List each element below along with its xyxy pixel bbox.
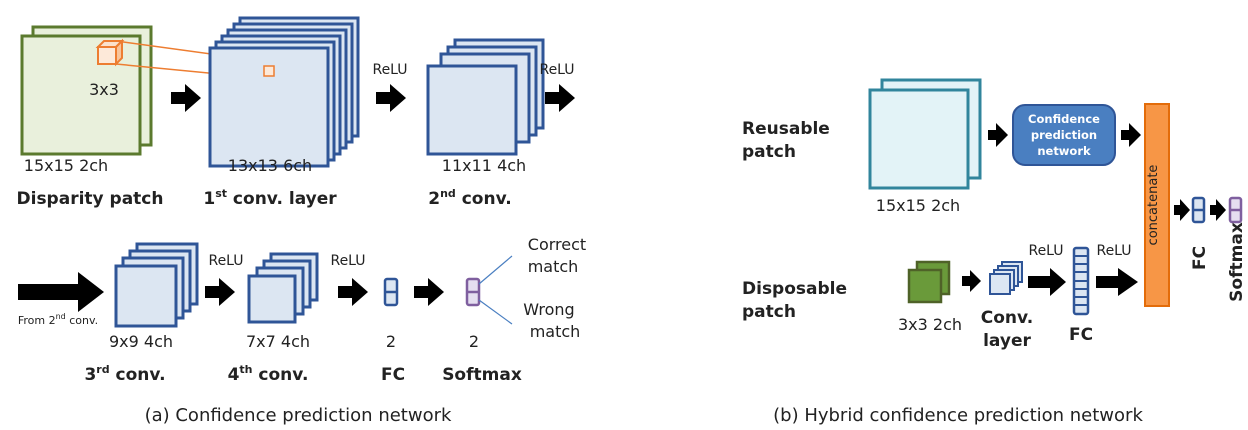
output-softmax-units: [1228, 196, 1243, 224]
disposable-label-1: Disposable: [742, 279, 847, 299]
hidden-fc-label: FC: [1069, 325, 1093, 345]
panel-a: 3x3 15x15 2ch Disparity patch 13x13 6ch …: [17, 16, 586, 426]
arrow-cpn-to-concat: [1121, 123, 1141, 147]
relu-label-b2: ReLU: [1096, 243, 1131, 259]
disparity-patch-title: Disparity patch: [17, 189, 164, 209]
cpn-label-3: network: [1037, 144, 1091, 158]
hidden-fc-column: [1072, 246, 1090, 316]
reusable-label-1: Reusable: [742, 119, 830, 139]
arrow-to-conv-layer: [962, 270, 981, 292]
relu-label-2: ReLU: [539, 62, 574, 78]
kernel-size-label: 3x3: [89, 80, 119, 99]
arrow-out-conv2: [545, 84, 575, 112]
output-fc-units: [1191, 196, 1206, 224]
output-softmax-label: Softmax: [1227, 222, 1247, 302]
from-conv2-label: From 2nd conv.: [18, 312, 98, 327]
disparity-patch-stack: [20, 25, 153, 156]
conv-layer-label-1: Conv.: [981, 308, 1033, 328]
relu-label-1: ReLU: [372, 62, 407, 78]
conv3-stack: [114, 242, 199, 328]
conv3-title: 3rd conv.: [84, 363, 165, 385]
arrow-from-conv2: [18, 272, 104, 312]
confidence-prediction-network-box: Confidence prediction network: [1012, 104, 1116, 166]
softmax-title: Softmax: [442, 365, 522, 385]
reusable-patch-size: 15x15 2ch: [876, 196, 960, 215]
caption-b: (b) Hybrid confidence prediction network: [773, 405, 1143, 426]
kernel-cube-icon: [95, 38, 125, 67]
output-fc-label: FC: [1190, 246, 1210, 270]
wrong-match-label-2: match: [530, 322, 581, 341]
conv1-receptive-cell: [263, 65, 275, 77]
conv4-title: 4th conv.: [228, 363, 309, 385]
panel-b: Reusable patch 15x15 2ch Confidence pred…: [742, 78, 1247, 426]
conv-layer-label-2: layer: [983, 331, 1031, 351]
conv2-size: 11x11 4ch: [442, 156, 526, 175]
arrow-concat-to-fc: [1174, 199, 1190, 221]
fc-units: [383, 277, 399, 307]
correct-match-label-1: Correct: [528, 235, 586, 254]
conv1-size: 13x13 6ch: [228, 156, 312, 175]
fc-unit-count: 2: [386, 332, 396, 351]
disposable-label-2: patch: [742, 302, 796, 322]
caption-a: (a) Confidence prediction network: [145, 405, 452, 426]
conv-layer-stack: [989, 261, 1023, 295]
cpn-label-1: Confidence: [1028, 112, 1100, 126]
fc-title: FC: [381, 365, 405, 385]
wrong-branch-line: [478, 299, 513, 325]
concatenate-bar: concatenate: [1144, 103, 1170, 307]
correct-branch-line: [478, 255, 513, 285]
arrow-to-softmax: [414, 278, 444, 306]
arrow-to-cpn: [988, 123, 1008, 147]
reusable-patch-stack: [868, 78, 982, 190]
relu-label-b1: ReLU: [1028, 243, 1063, 259]
wrong-match-label-1: Wrong: [523, 300, 574, 319]
arrow-to-fc: [338, 278, 368, 306]
arrow-conv-to-fc: [1028, 268, 1066, 296]
conv1-stack: [208, 16, 360, 168]
arrow-to-conv1: [171, 84, 201, 112]
softmax-unit-count: 2: [469, 332, 479, 351]
conv3-size: 9x9 4ch: [109, 332, 173, 351]
conv1-title: 1st conv. layer: [203, 187, 337, 209]
conv4-stack: [247, 252, 319, 324]
softmax-units: [465, 277, 481, 307]
arrow-fc-to-concat: [1096, 268, 1138, 296]
disposable-patch-size: 3x3 2ch: [898, 315, 962, 334]
arrow-to-conv4: [205, 278, 235, 306]
correct-match-label-2: match: [528, 257, 579, 276]
conv4-size: 7x7 4ch: [246, 332, 310, 351]
relu-label-4: ReLU: [330, 253, 365, 269]
reusable-label-2: patch: [742, 142, 796, 162]
conv2-title: 2nd conv.: [428, 187, 512, 209]
arrow-fc-to-softmax: [1210, 199, 1226, 221]
conv2-stack: [426, 38, 545, 156]
concatenate-label: concatenate: [1146, 165, 1161, 246]
disposable-patch-stack: [907, 260, 951, 304]
relu-label-3: ReLU: [208, 253, 243, 269]
arrow-to-conv2: [376, 84, 406, 112]
disparity-patch-size: 15x15 2ch: [24, 156, 108, 175]
cpn-label-2: prediction: [1031, 128, 1097, 142]
